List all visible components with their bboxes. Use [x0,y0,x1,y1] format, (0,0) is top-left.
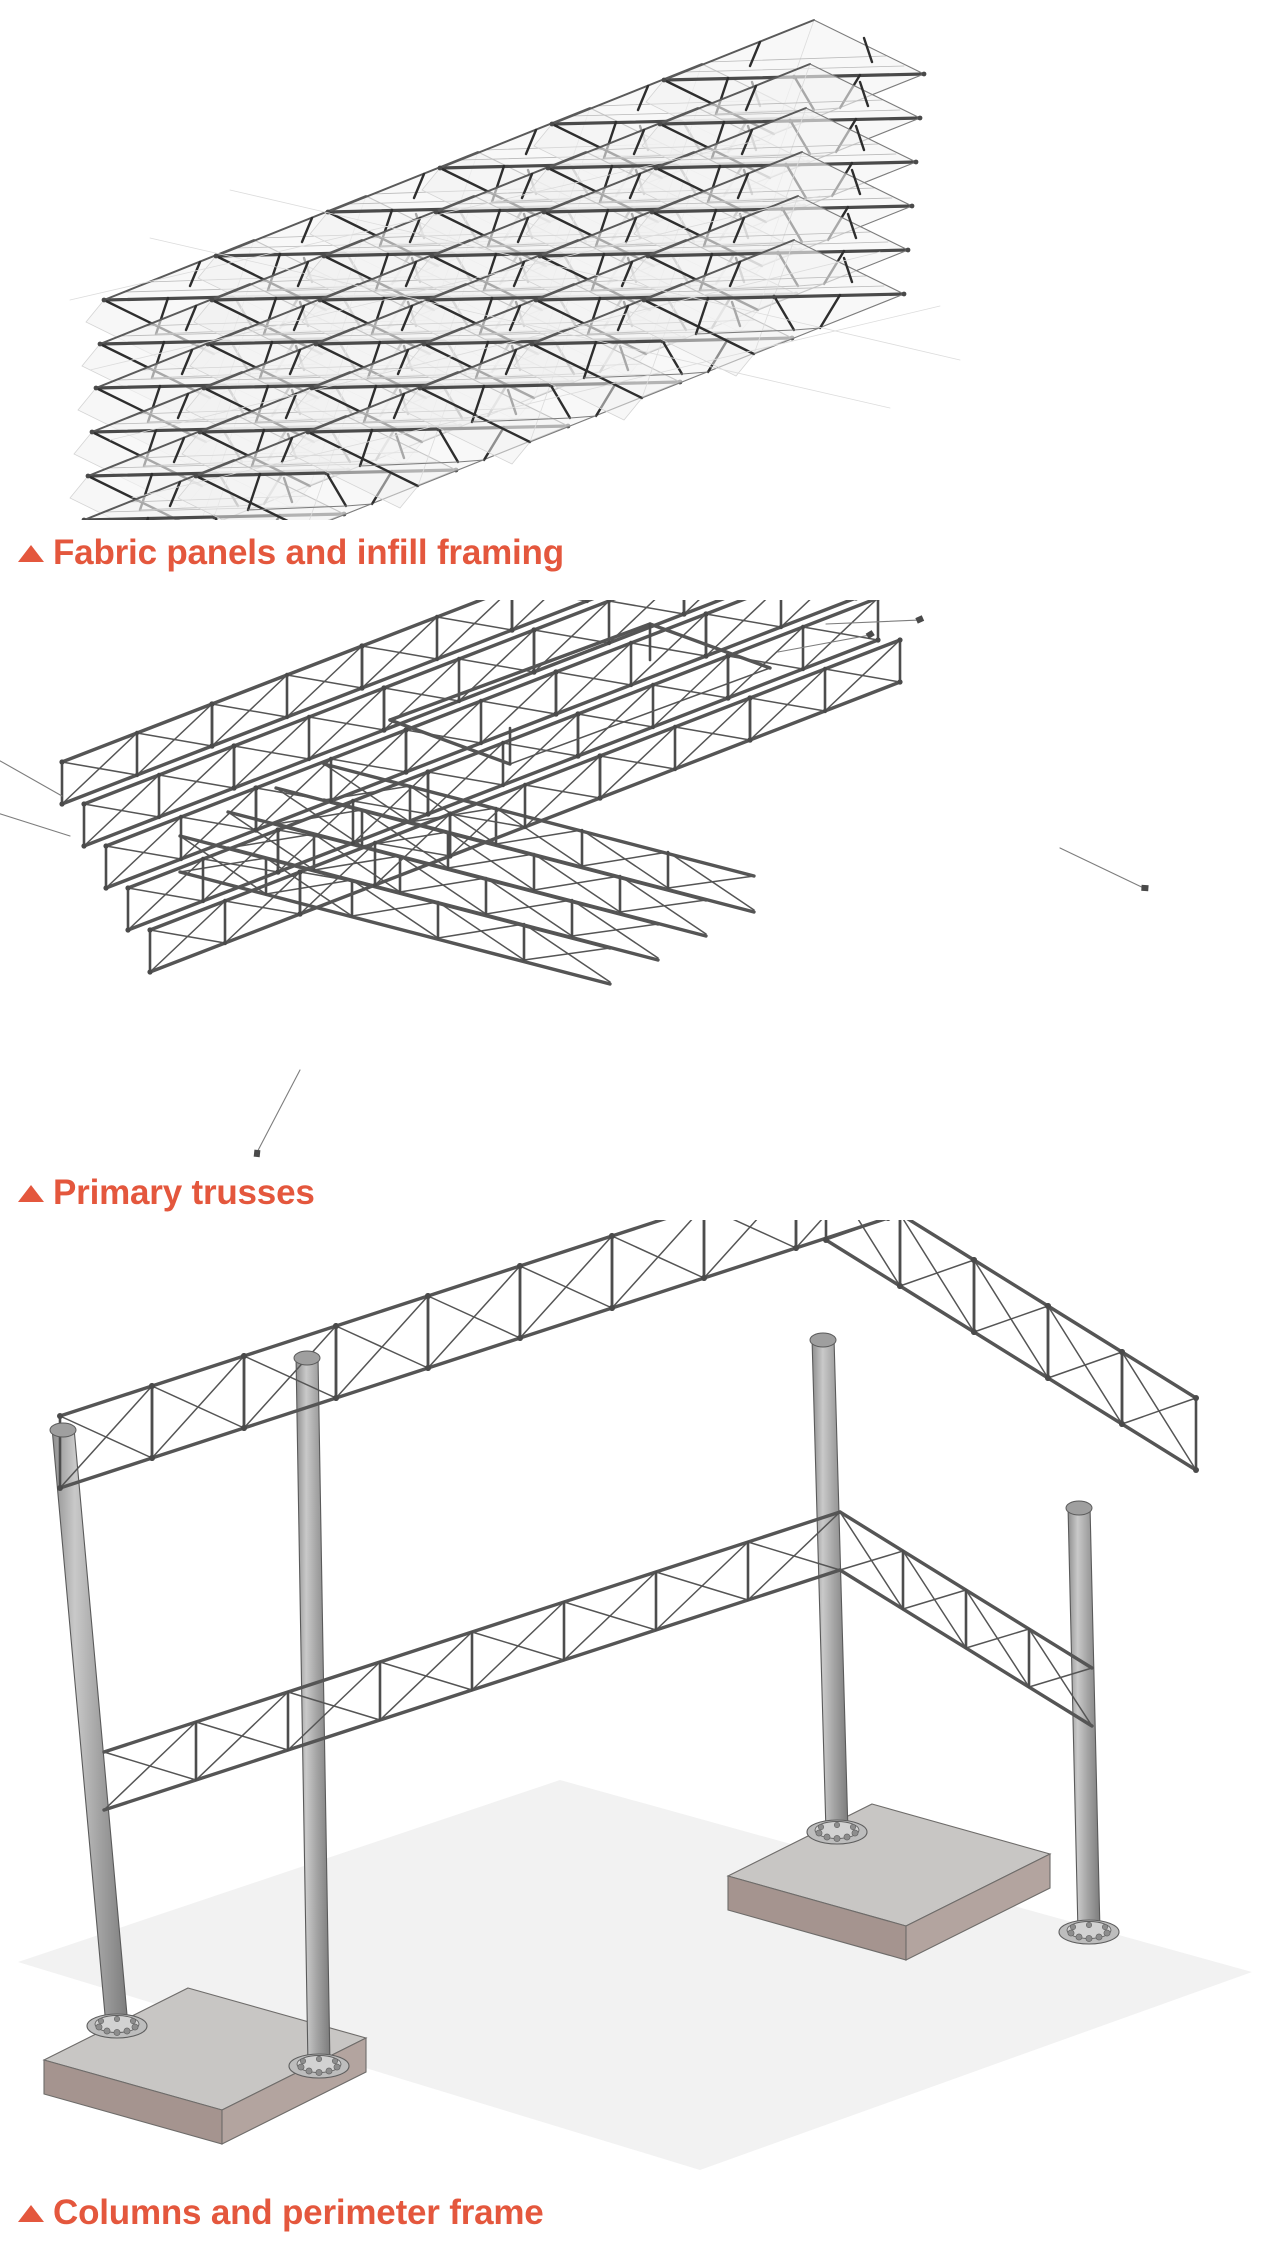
primary-trusses-figure [0,600,1275,1160]
fabric-guide-lines [69,139,961,499]
cantilever-rods [0,600,1152,1160]
footing-right [726,1803,1052,1961]
truss-grid [0,600,1152,1160]
layer-fabric-panels: Fabric panels and infill framing [0,0,1275,600]
fabric-bay-grid [66,20,961,520]
perimeter-truss-right [821,1220,1201,1475]
caption-fabric-panels: Fabric panels and infill framing [18,535,564,570]
caption-columns-perimeter: Columns and perimeter frame [18,2195,544,2230]
primary-trusses-drawing [0,600,1152,1160]
perimeter-truss-front [55,1220,893,1493]
caption-label: Fabric panels and infill framing [53,533,564,572]
caption-label: Primary trusses [53,1173,315,1212]
triangle-up-icon [18,545,44,562]
perimeter-tie-front [102,1510,842,1812]
fabric-panels-drawing [0,0,961,520]
triangle-up-icon [18,2205,44,2222]
caption-primary-trusses: Primary trusses [18,1175,315,1210]
column-head-joints [49,1332,1093,1516]
columns-perimeter-figure [0,1220,1275,2180]
layer-primary-trusses: Primary trusses [0,600,1275,1220]
fabric-panels-figure [0,0,1275,520]
column-back-right [806,1337,868,1845]
cross-truss-lines [178,762,756,986]
upper-truss-loop [388,622,772,766]
perimeter-tie-right [838,1510,1094,1728]
layer-columns-perimeter: Columns and perimeter frame [0,1220,1275,2262]
triangle-up-icon [18,1185,44,1202]
primary-truss-lines [59,600,902,975]
columns-perimeter-drawing [18,1220,1252,2170]
caption-label: Columns and perimeter frame [53,2193,544,2232]
